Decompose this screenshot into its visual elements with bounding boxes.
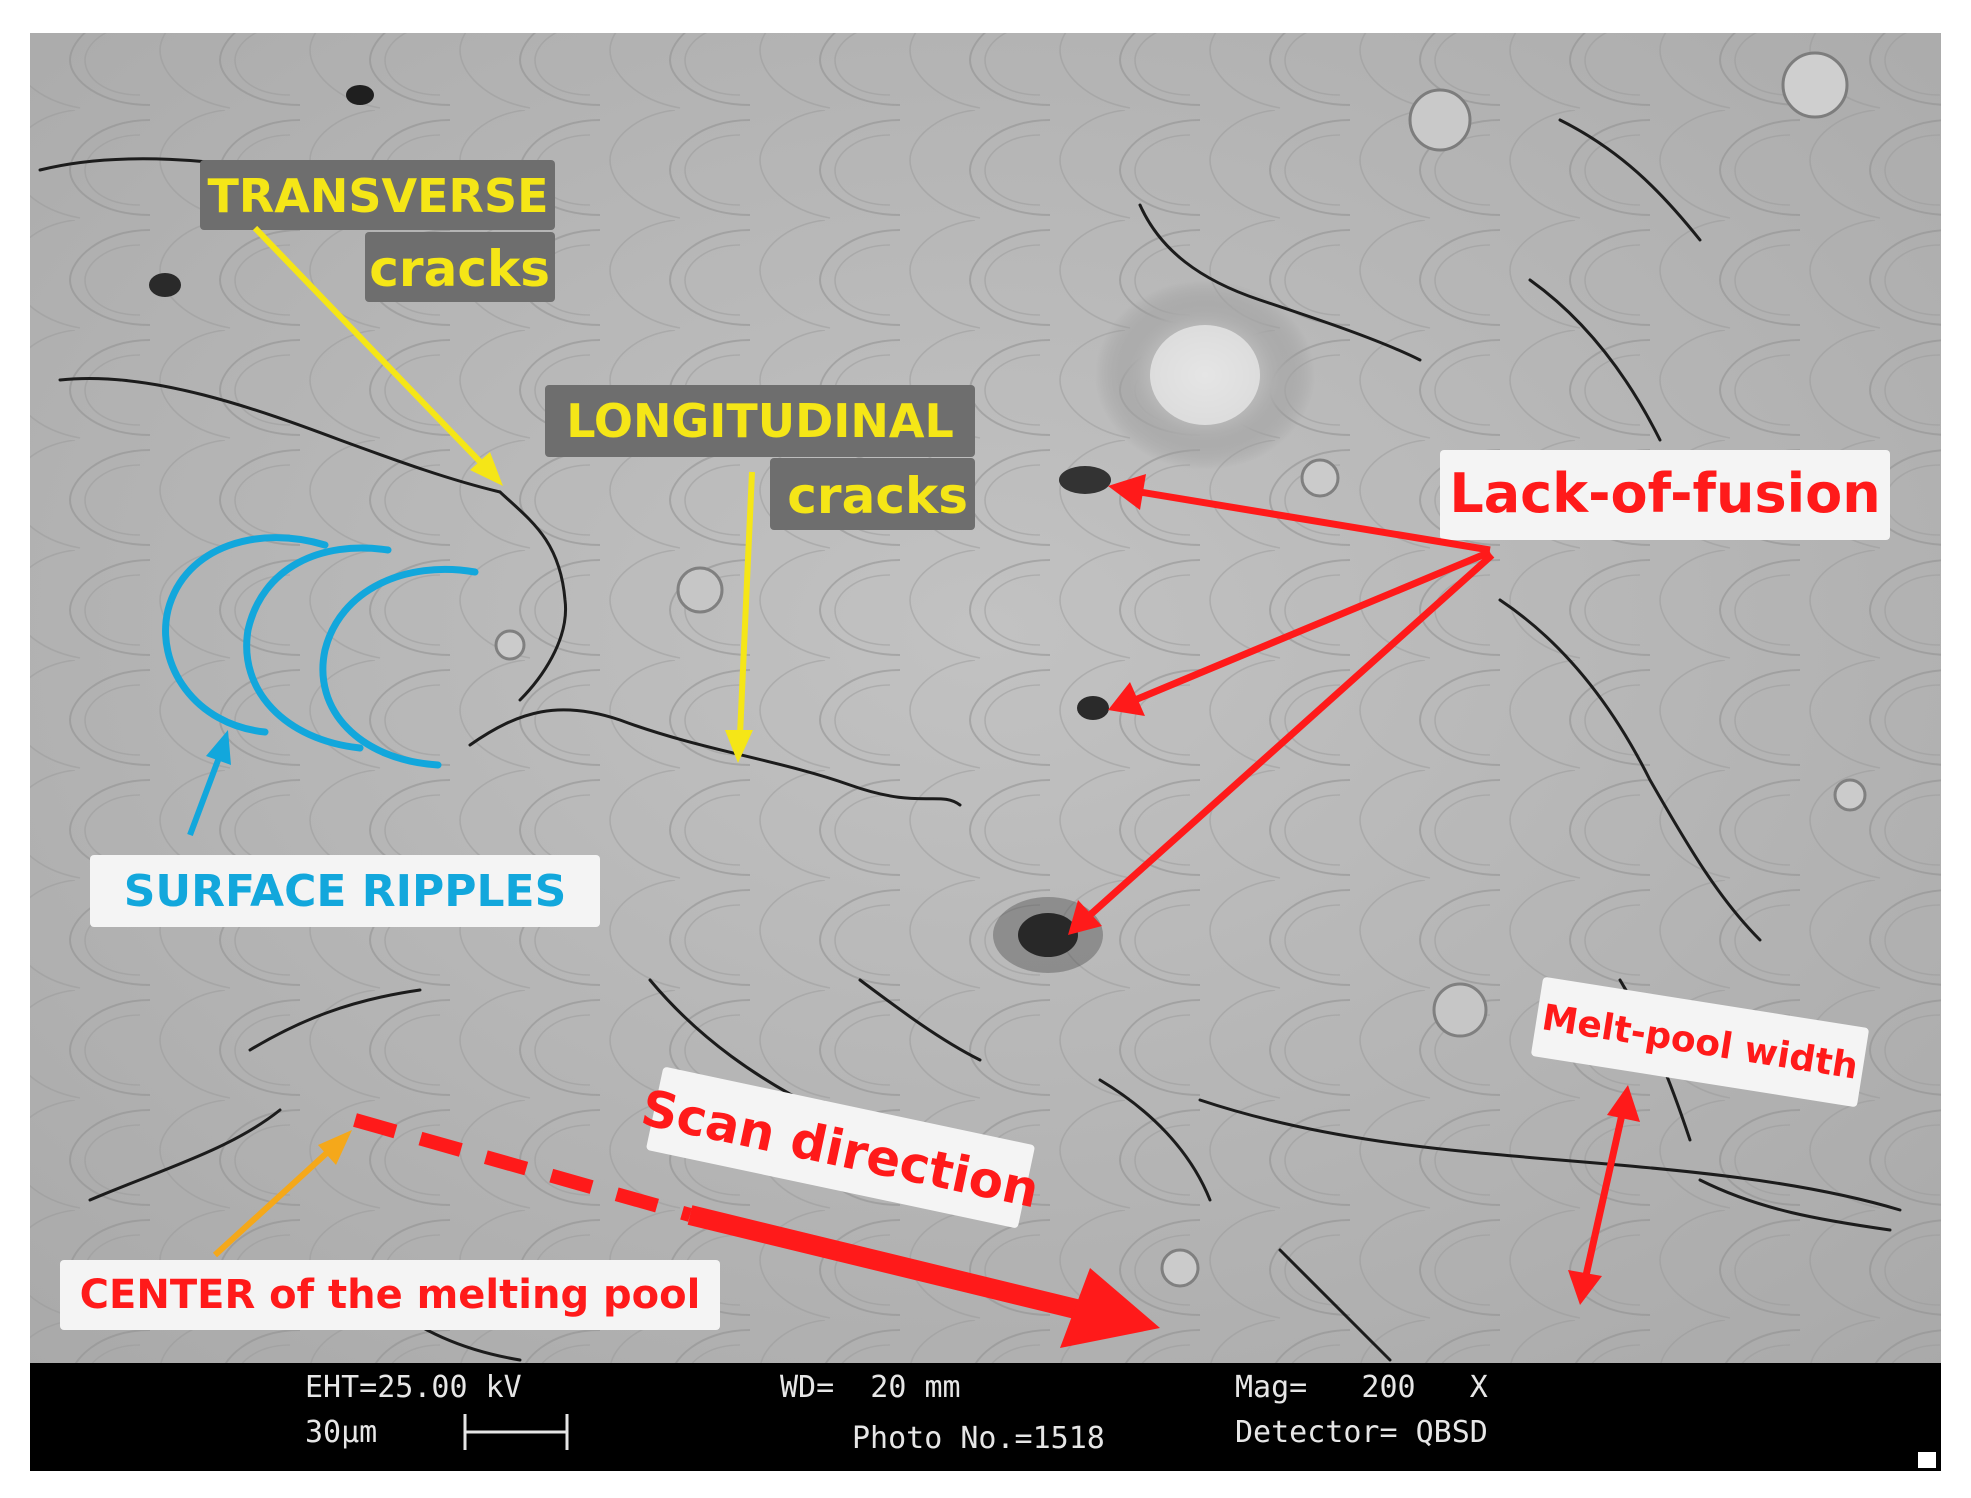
arrow-head-icon xyxy=(1068,900,1102,935)
transverse-cracks-annotation: TRANSVERSE cracks xyxy=(200,160,555,486)
particle xyxy=(1300,458,1340,498)
arrow-head-icon xyxy=(725,730,753,763)
wd-value: WD= 20 mm xyxy=(780,1370,961,1405)
lack-of-fusion-defect xyxy=(1059,466,1111,494)
arrow-head-icon xyxy=(1108,682,1145,716)
longitudinal-label-line2: cracks xyxy=(787,467,968,525)
dark-pore xyxy=(346,85,374,105)
photo-number: Photo No.=1518 xyxy=(852,1421,1105,1456)
melt-pool-width-arrow xyxy=(1581,1109,1627,1281)
lack-of-fusion-defect xyxy=(1077,696,1109,720)
longitudinal-cracks-annotation: LONGITUDINAL cracks xyxy=(545,385,975,763)
arrow-head-icon xyxy=(1108,474,1146,510)
particle xyxy=(1432,982,1488,1038)
lack-of-fusion-defect xyxy=(1018,913,1078,957)
surface-ripples-label: SURFACE RIPPLES xyxy=(124,866,567,917)
dark-pore xyxy=(149,273,181,297)
arrow-head-icon xyxy=(318,1130,352,1165)
lack-of-fusion-annotation: Lack-of-fusion xyxy=(1068,450,1890,935)
transverse-label-line1: TRANSVERSE xyxy=(207,169,548,223)
arrow-head-icon xyxy=(470,452,503,486)
detector-value: Detector= QBSD xyxy=(1235,1415,1488,1450)
particle xyxy=(1833,778,1867,812)
scale-bar xyxy=(463,1414,569,1450)
lack-of-fusion-arrow-3 xyxy=(1087,552,1495,918)
surface-ripples-annotation: SURFACE RIPPLES xyxy=(90,534,600,927)
lack-of-fusion-label: Lack-of-fusion xyxy=(1449,462,1880,525)
arrow-head-icon xyxy=(1060,1268,1160,1348)
transverse-arrow xyxy=(252,225,491,473)
arrow-head-icon xyxy=(206,730,231,765)
center-melting-pool-label: CENTER of the melting pool xyxy=(80,1272,701,1318)
arrow-head-icon xyxy=(1607,1085,1640,1122)
center-arrow xyxy=(212,1147,333,1258)
scan-direction-arrow-shaft xyxy=(687,1205,1083,1320)
scan-direction-dashed-line xyxy=(353,1113,692,1222)
particle xyxy=(1160,1248,1200,1288)
micrograph-image xyxy=(30,33,1941,1363)
scale-label: 30µm xyxy=(305,1415,377,1450)
ripples-arrow xyxy=(187,753,223,837)
ripple-arcs xyxy=(162,534,479,769)
sem-info-bar: EHT=25.00 kV WD= 20 mm Mag= 200 X 30µm P… xyxy=(30,1363,1941,1471)
surface-cracks xyxy=(38,118,1902,1362)
arrow-head-icon xyxy=(1568,1270,1602,1305)
corner-marker xyxy=(1918,1452,1936,1468)
longitudinal-arrow xyxy=(737,471,755,736)
lack-of-fusion-arrow-1 xyxy=(1139,488,1491,554)
particle xyxy=(676,566,724,614)
particle xyxy=(1408,88,1472,152)
particle xyxy=(494,629,526,661)
transverse-label-line2: cracks xyxy=(369,240,550,298)
lack-of-fusion-arrow-2 xyxy=(1133,548,1492,704)
center-melting-pool-annotation: CENTER of the melting pool xyxy=(60,1130,720,1330)
particle xyxy=(1781,51,1849,119)
longitudinal-label-line1: LONGITUDINAL xyxy=(566,394,954,448)
eht-value: EHT=25.00 kV xyxy=(305,1370,522,1405)
mag-value: Mag= 200 X xyxy=(1235,1370,1488,1405)
